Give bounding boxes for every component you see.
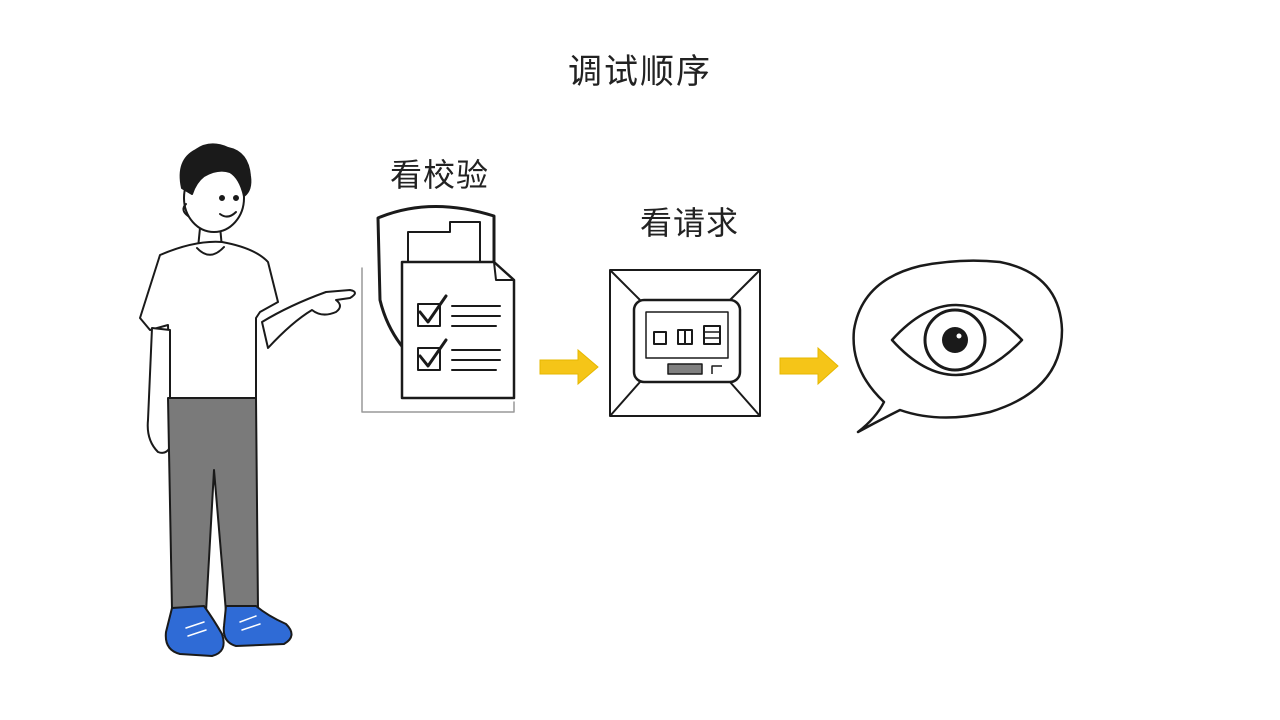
diagram-title: 调试顺序 — [568, 52, 712, 92]
person-hair — [179, 143, 252, 197]
arrow-icon-1 — [539, 348, 599, 386]
person-pants — [167, 397, 259, 613]
step-label-request: 看请求 — [640, 204, 740, 242]
request-window-icon — [609, 269, 761, 417]
eye-speech-bubble-icon — [852, 259, 1064, 434]
person-illustration — [139, 143, 356, 657]
arrow-icon-2 — [779, 346, 839, 386]
eye-pupil — [942, 327, 968, 353]
check-mark-1 — [418, 294, 448, 324]
checklist-document — [400, 260, 516, 400]
request-window-status-bar — [667, 363, 703, 375]
person-shoe-right — [222, 605, 293, 647]
check-mark-2 — [418, 338, 448, 368]
shield-checklist-icon — [361, 205, 516, 413]
person-shoe-left — [164, 605, 225, 657]
step-label-check: 看校验 — [390, 156, 490, 194]
